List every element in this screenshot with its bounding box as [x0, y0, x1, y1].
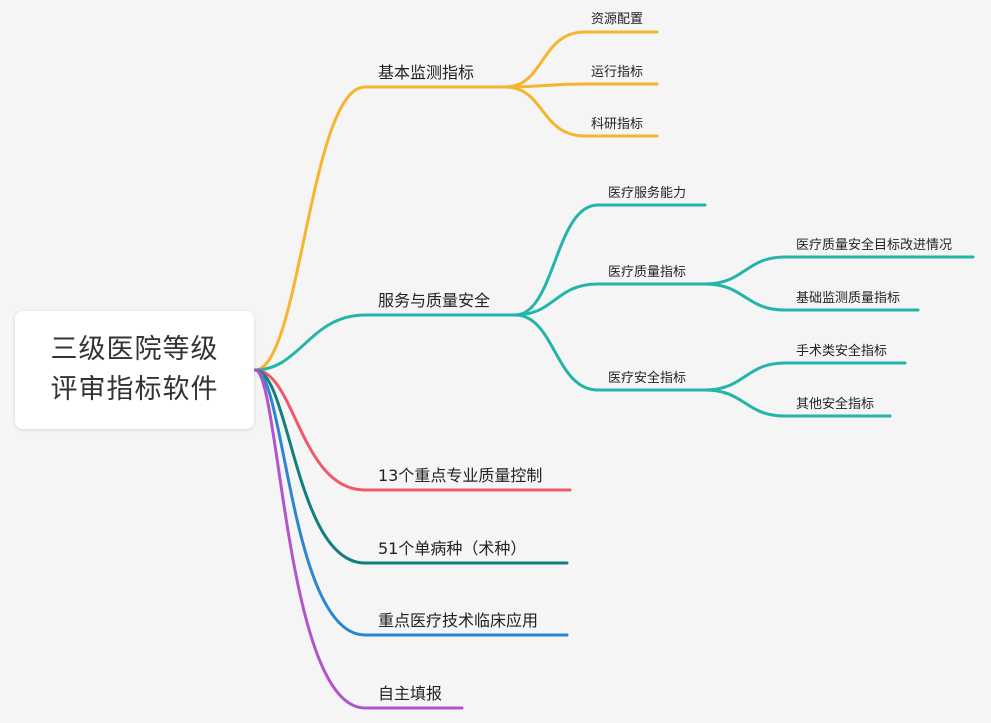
- root-title: 三级医院等级 评审指标软件: [51, 330, 219, 410]
- link-single-disease: [253, 368, 569, 565]
- root-topic[interactable]: 三级医院等级 评审指标软件: [15, 311, 254, 429]
- topic-resource-allocation[interactable]: 资源配置: [591, 12, 644, 27]
- link-self-report: [253, 368, 464, 710]
- link-service-quality: [513, 282, 707, 317]
- root-title-line1: 三级医院等级: [50, 334, 219, 365]
- topic-key-specialty-qc[interactable]: 13个重点专业质量控制: [378, 466, 543, 485]
- link-basic-resource: [503, 30, 659, 89]
- topic-quality-safety-goal-improvement[interactable]: 医疗质量安全目标改进情况: [796, 238, 953, 253]
- topic-surgical-safety[interactable]: 手术类安全指标: [796, 344, 888, 359]
- link-service-safety: [513, 313, 707, 392]
- topic-medical-safety-indicators[interactable]: 医疗安全指标: [608, 371, 687, 386]
- link-safety-other: [703, 388, 892, 418]
- topic-other-safety[interactable]: 其他安全指标: [796, 397, 875, 412]
- topic-key-medical-tech[interactable]: 重点医疗技术临床应用: [378, 611, 539, 630]
- link-basic: [253, 85, 507, 372]
- topic-service-quality-safety[interactable]: 服务与质量安全: [378, 291, 491, 310]
- link-quality-basic: [703, 282, 920, 312]
- topic-basic-monitoring[interactable]: 基本监测指标: [378, 63, 475, 82]
- link-safety-surgery: [703, 361, 907, 392]
- topic-single-disease[interactable]: 51个单病种（术种）: [378, 539, 527, 558]
- link-service-capacity: [513, 203, 707, 317]
- topic-operation-indicators[interactable]: 运行指标: [591, 65, 644, 80]
- link-service: [253, 313, 517, 372]
- topic-self-report[interactable]: 自主填报: [378, 684, 443, 703]
- link-basic-research: [503, 85, 659, 138]
- link-specialty: [253, 368, 572, 492]
- topic-basic-monitoring-quality[interactable]: 基础监测质量指标: [796, 291, 901, 306]
- link-quality-goal: [703, 255, 975, 286]
- link-tech: [253, 368, 569, 637]
- topic-medical-service-capacity[interactable]: 医疗服务能力: [608, 186, 687, 201]
- topic-medical-quality-indicators[interactable]: 医疗质量指标: [608, 265, 687, 280]
- topic-research-indicators[interactable]: 科研指标: [591, 117, 644, 132]
- root-title-line2: 评审指标软件: [50, 374, 219, 405]
- link-basic-operation: [503, 82, 659, 89]
